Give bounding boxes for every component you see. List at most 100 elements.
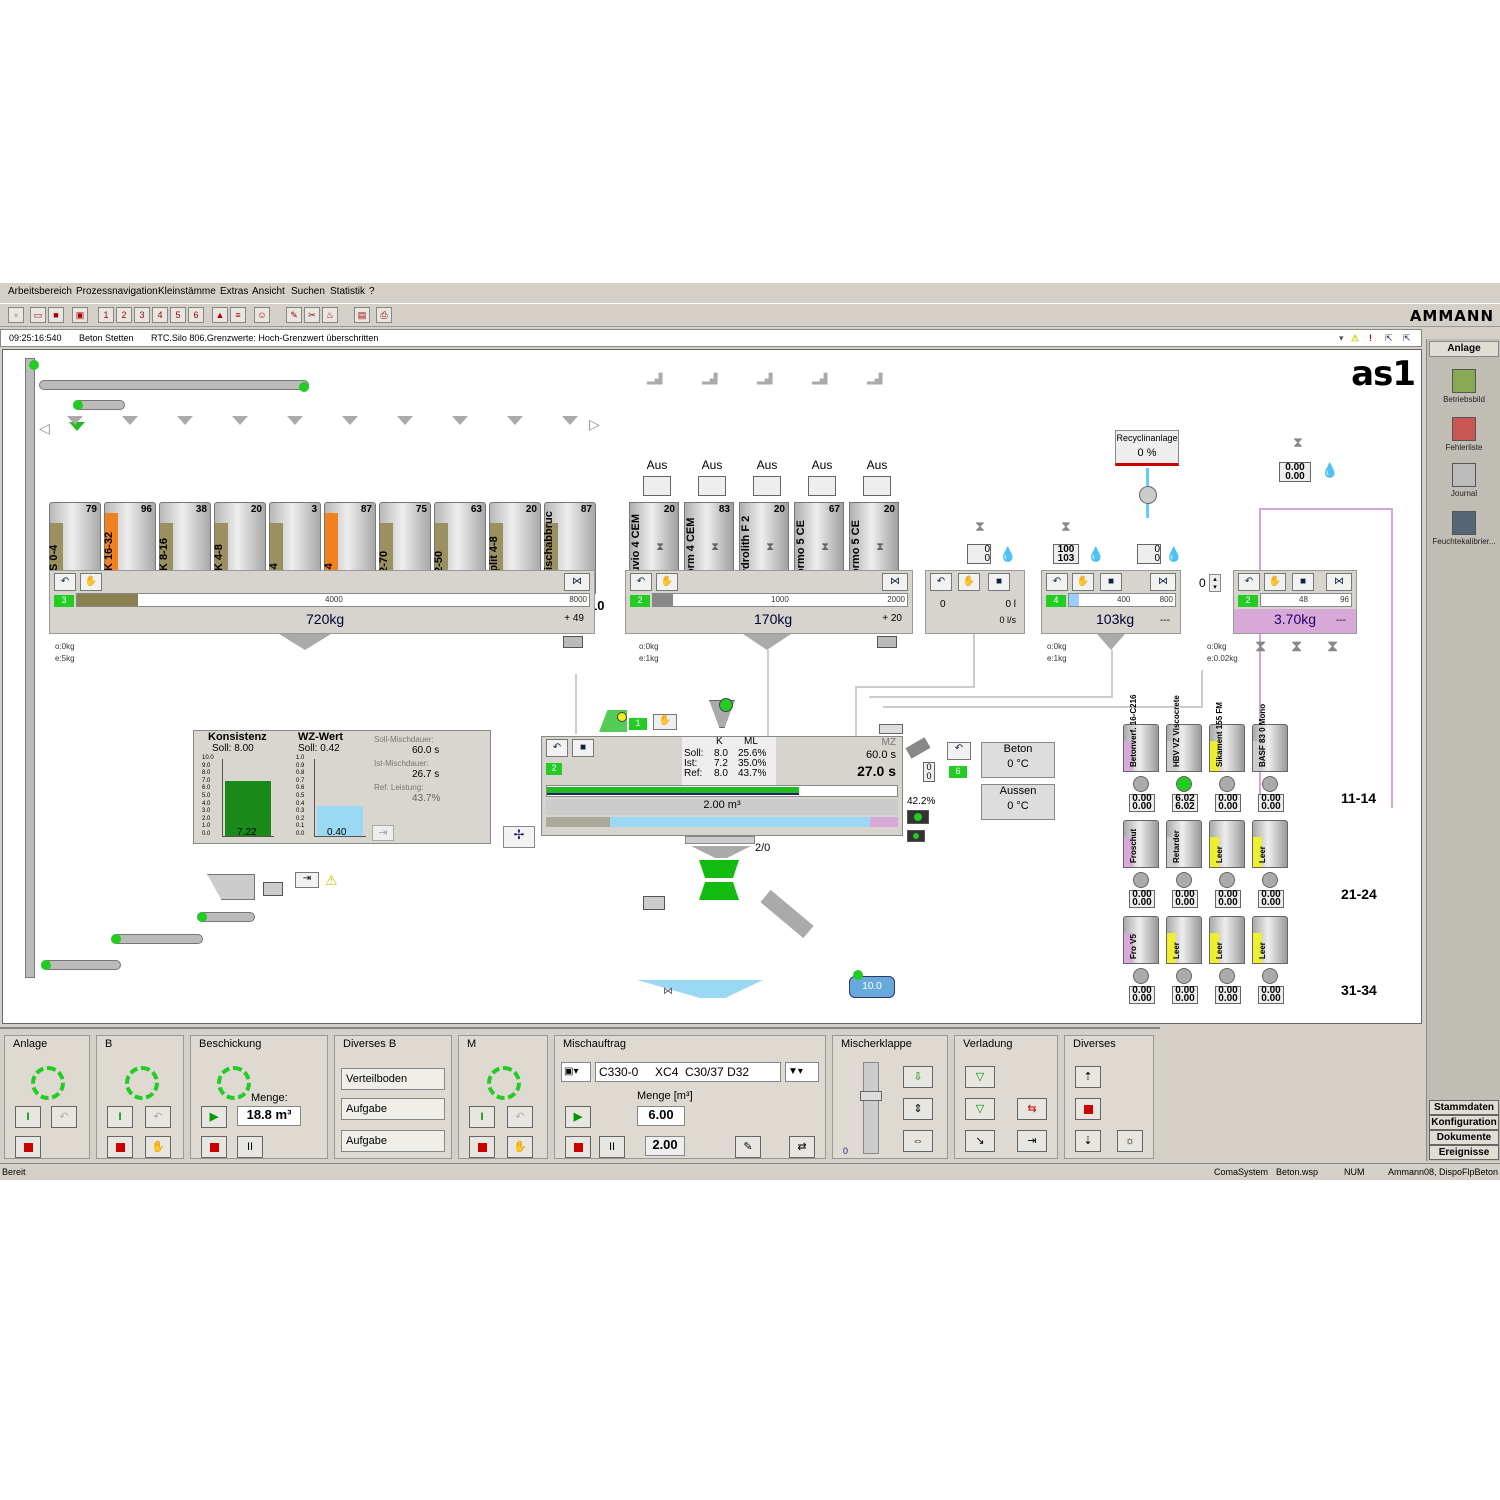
new-icon[interactable]: ▫: [8, 307, 24, 323]
admix-valve-icon[interactable]: [1176, 872, 1192, 888]
arrow-right-icon[interactable]: ▷: [589, 416, 600, 432]
admix-valve-icon[interactable]: [1262, 872, 1278, 888]
m-hand-button[interactable]: ✋: [507, 1136, 533, 1158]
admix-tank[interactable]: Leer: [1209, 916, 1245, 964]
cement-aus-toggle[interactable]: [808, 476, 836, 496]
m-back-button[interactable]: ↶: [507, 1106, 533, 1128]
user-icon[interactable]: ☺: [254, 307, 270, 323]
admix-tank[interactable]: Leer: [1166, 916, 1202, 964]
menu-kleinstaemme[interactable]: Kleinstämme: [158, 286, 216, 297]
admix-valve-icon[interactable]: [1219, 776, 1235, 792]
ereignisse-button[interactable]: Ereignisse: [1429, 1145, 1499, 1160]
add-stop-icon[interactable]: ■: [1292, 573, 1314, 591]
anlage-back-button[interactable]: ↶: [51, 1106, 77, 1128]
cement-sensor-icon[interactable]: [877, 636, 897, 648]
cement-aus-toggle[interactable]: [643, 476, 671, 496]
doc-select-icon[interactable]: ▣▾: [561, 1062, 591, 1082]
aufgabe-button-2[interactable]: Aufgabe: [341, 1130, 445, 1152]
b-hand-button[interactable]: ✋: [145, 1136, 171, 1158]
mischauftrag-menge-field[interactable]: 6.00: [637, 1106, 685, 1126]
b-stop-button[interactable]: [107, 1136, 133, 1158]
konsistenz-action-icon[interactable]: ⇥: [372, 825, 394, 841]
dokumente-button[interactable]: Dokumente: [1429, 1130, 1499, 1145]
mischerklappe-slider-thumb[interactable]: [860, 1091, 882, 1101]
beschickung-play-button[interactable]: ▶: [201, 1106, 227, 1128]
admix-tank[interactable]: Froschut: [1123, 820, 1159, 868]
admix-valve-icon[interactable]: [1133, 872, 1149, 888]
print-icon[interactable]: ⎙: [376, 307, 392, 323]
admix-valve-icon[interactable]: [1133, 968, 1149, 984]
report-2-icon[interactable]: 2: [116, 307, 132, 323]
water2-stop-icon[interactable]: ■: [1100, 573, 1122, 591]
view-icon[interactable]: ▣: [72, 307, 88, 323]
water-stop-icon[interactable]: ■: [988, 573, 1010, 591]
truck-icon[interactable]: ▲: [212, 307, 228, 323]
gate-icon[interactable]: ⋈: [564, 573, 590, 591]
menu-prozessnavigation[interactable]: Prozessnavigation: [76, 286, 158, 297]
anlage-stop-button[interactable]: [15, 1136, 41, 1158]
admix-valve-icon[interactable]: [1176, 968, 1192, 984]
diverses-bulb-button[interactable]: ☼: [1117, 1130, 1143, 1152]
verladung-hopper-1-button[interactable]: ▽: [965, 1066, 995, 1088]
verladung-signal-button[interactable]: ⇆: [1017, 1098, 1047, 1120]
cement-reset-icon[interactable]: ↶: [630, 573, 652, 591]
sidebar-item-journal[interactable]: Journal: [1427, 463, 1500, 498]
mischauftrag-play-button[interactable]: ▶: [565, 1106, 591, 1128]
water2-spinner[interactable]: ▴▾: [1209, 574, 1221, 592]
mixer-reset-icon[interactable]: ↶: [546, 739, 568, 757]
mischauftrag-pause-button[interactable]: II: [599, 1136, 625, 1158]
anlage-start-button[interactable]: I: [15, 1106, 41, 1128]
water-hand-icon[interactable]: ✋: [958, 573, 980, 591]
admix-tank[interactable]: Leer: [1252, 916, 1288, 964]
water2-reset-icon[interactable]: ↶: [1046, 573, 1068, 591]
b-start-button[interactable]: I: [107, 1106, 133, 1128]
admix-valve-icon[interactable]: [1176, 776, 1192, 792]
save-icon[interactable]: ■: [48, 307, 64, 323]
cement-hand-icon[interactable]: ✋: [656, 573, 678, 591]
admix-tank[interactable]: Leer: [1252, 820, 1288, 868]
nav-icon[interactable]: ⇱: [1403, 333, 1411, 343]
beschickung-menge-field[interactable]: 18.8 m³: [237, 1106, 301, 1126]
admix-tank[interactable]: HBV VZ Viscocrete: [1166, 695, 1202, 772]
tools-icon[interactable]: ✂: [304, 307, 320, 323]
mischauftrag-stop-button[interactable]: [565, 1136, 591, 1158]
verladung-hopper-2-button[interactable]: ▽: [965, 1098, 995, 1120]
m-stop-button[interactable]: [469, 1136, 495, 1158]
menu-statistik[interactable]: Statistik: [330, 286, 366, 297]
fan-icon[interactable]: ✢: [503, 826, 535, 848]
konfiguration-button[interactable]: Konfiguration: [1429, 1115, 1499, 1130]
cement-aus-toggle[interactable]: [863, 476, 891, 496]
admix-tank[interactable]: BASF 83 0 Mono: [1252, 704, 1288, 772]
cement-aus-toggle[interactable]: [753, 476, 781, 496]
admix-valve-icon[interactable]: [1219, 968, 1235, 984]
diverses-down-button[interactable]: ⇣: [1075, 1130, 1101, 1152]
cement-gate-icon[interactable]: ⋈: [882, 573, 908, 591]
admix-valve-icon[interactable]: [1262, 776, 1278, 792]
diverses-stop-button[interactable]: [1075, 1098, 1101, 1120]
mixer-side-reset-icon[interactable]: ↶: [947, 742, 971, 760]
cement-aus-toggle[interactable]: [698, 476, 726, 496]
pencil-icon[interactable]: ✎: [286, 307, 302, 323]
report-1-icon[interactable]: 1: [98, 307, 114, 323]
add-hand-icon[interactable]: ✋: [1264, 573, 1286, 591]
add-gate-icon[interactable]: ⋈: [1326, 573, 1352, 591]
list-icon[interactable]: ≡: [230, 307, 246, 323]
klappe-half-button[interactable]: ⇕: [903, 1098, 933, 1120]
side-hopper-action-icon[interactable]: ⇥: [295, 872, 319, 888]
arrow-left-icon[interactable]: ◁: [39, 420, 50, 436]
recycling-panel[interactable]: Recyclinanlage 0 %: [1115, 430, 1179, 466]
sidebar-item-fehlerliste[interactable]: Fehlerliste: [1427, 417, 1500, 452]
report-4-icon[interactable]: 4: [152, 307, 168, 323]
water2-hand-icon[interactable]: ✋: [1072, 573, 1094, 591]
water2-gate-icon[interactable]: ⋈: [1150, 573, 1176, 591]
verladung-action-button[interactable]: ⇥: [1017, 1130, 1047, 1152]
report-5-icon[interactable]: 5: [170, 307, 186, 323]
admix-valve-icon[interactable]: [1262, 968, 1278, 984]
pipette-button[interactable]: ✎: [735, 1136, 761, 1158]
admix-tank[interactable]: Fro V5: [1123, 916, 1159, 964]
mixer-stop-icon[interactable]: ■: [572, 739, 594, 757]
exchange-button[interactable]: ⇄: [789, 1136, 815, 1158]
sidebar-item-betriebsbild[interactable]: Betriebsbild: [1427, 369, 1500, 404]
admix-tank[interactable]: Leer: [1209, 820, 1245, 868]
admix-tank[interactable]: Sikament 155 FM: [1209, 702, 1245, 772]
